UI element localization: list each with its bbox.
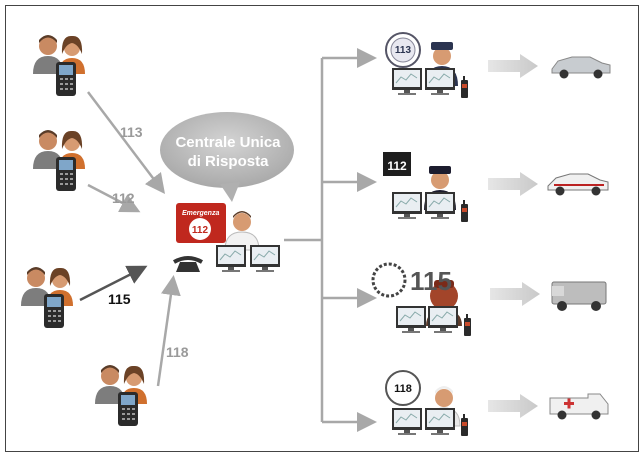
carabinieri-emblem xyxy=(383,152,411,176)
caller-group-2 xyxy=(33,130,85,191)
service-number-118: 118 xyxy=(394,383,412,395)
dispatch-arrow-113 xyxy=(488,54,538,78)
service-row-112 xyxy=(383,152,609,222)
caller-number-118: 118 xyxy=(166,344,189,360)
caller-group-3 xyxy=(21,267,73,328)
arrow-caller-3 xyxy=(79,265,148,302)
ambulance-emblem xyxy=(385,370,421,406)
arrow-caller-1 xyxy=(87,91,166,194)
distribution-lines xyxy=(284,48,377,432)
service-number-115: 115 xyxy=(410,266,452,296)
service-number-112: 112 xyxy=(387,159,407,173)
caller-group-4 xyxy=(95,365,147,426)
emergency-label: Emergenza xyxy=(182,210,219,217)
bubble-line-2: di Risposta xyxy=(188,153,270,170)
service-row-113 xyxy=(385,32,611,98)
service-row-115 xyxy=(371,262,607,336)
fire-truck-icon xyxy=(551,281,607,311)
emergency-number: 112 xyxy=(192,225,209,236)
central-station xyxy=(173,203,281,273)
caller-number-113: 113 xyxy=(120,124,143,140)
caller-number-115: 115 xyxy=(108,291,131,307)
firefighter-emblem xyxy=(371,262,407,298)
police-car-icon xyxy=(551,56,611,79)
desk-phone-icon xyxy=(173,256,203,272)
service-number-113: 113 xyxy=(395,45,412,56)
dispatch-arrow-115 xyxy=(490,282,540,306)
arrow-caller-4 xyxy=(156,275,181,387)
caller-group-1 xyxy=(33,35,85,96)
arrow-caller-2 xyxy=(87,183,141,213)
operator-icon xyxy=(224,211,260,251)
dispatch-arrow-118 xyxy=(488,394,538,418)
outer-frame xyxy=(5,5,639,452)
ambulance-icon xyxy=(549,393,609,420)
emergency-badge xyxy=(189,218,211,240)
speech-bubble xyxy=(160,112,294,202)
caller-number-112: 112 xyxy=(112,190,135,206)
service-row-118 xyxy=(385,370,609,436)
bubble-line-1: Centrale Unica xyxy=(175,134,281,151)
dispatch-arrow-112 xyxy=(488,172,538,196)
carabinieri-car-icon xyxy=(547,173,609,196)
